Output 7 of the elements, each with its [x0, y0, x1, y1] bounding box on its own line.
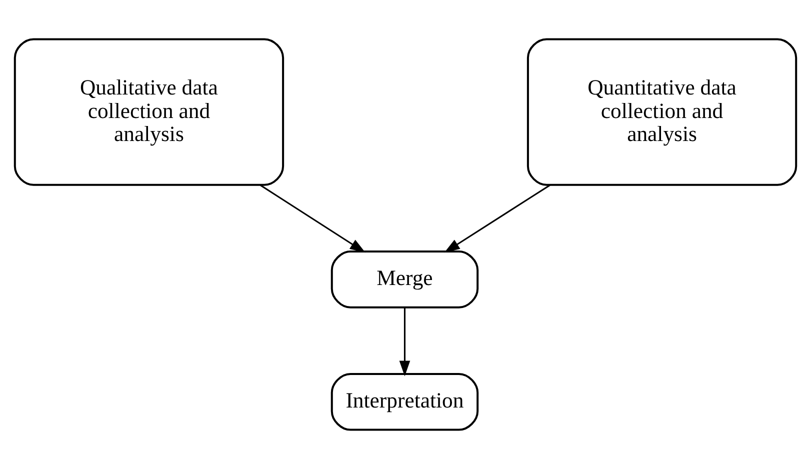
arrow [399, 307, 410, 376]
node-box: Quantitative data collection and analysis [526, 38, 798, 186]
arrow [260, 184, 366, 252]
arrow [444, 184, 550, 252]
node-box: Merge [330, 250, 479, 308]
node-box: Qualitative data collection and analysis [14, 38, 284, 186]
node-box: Interpretation [330, 372, 479, 430]
